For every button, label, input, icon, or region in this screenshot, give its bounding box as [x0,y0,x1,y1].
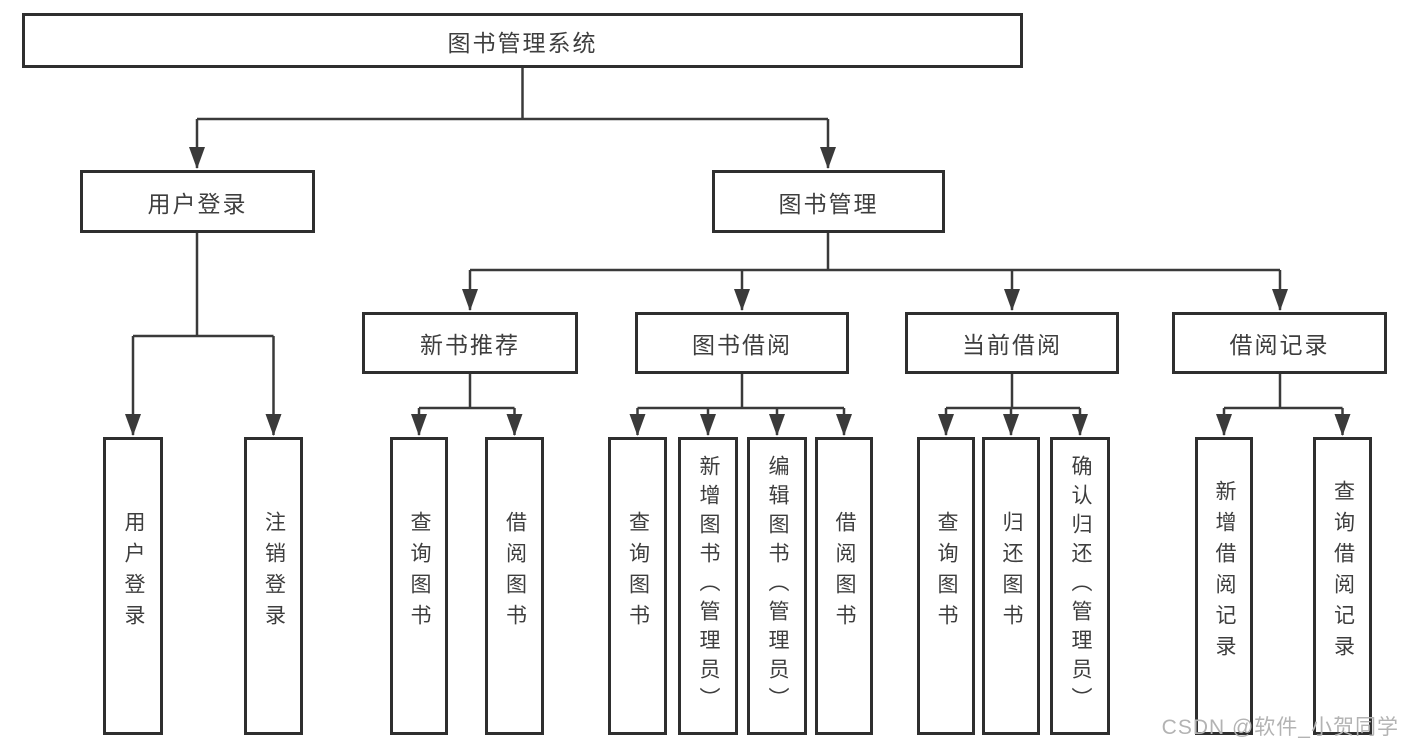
connector-user-login [125,233,282,436]
leaf-logout: 注销登录 [244,437,303,735]
leaf-query-books-borrow: 查询图书 [608,437,667,735]
node-borrow-records: 借阅记录 [1172,312,1387,374]
node-user-login: 用户登录 [80,170,315,233]
leaf-query-books-recommend: 查询图书 [390,437,448,735]
leaf-query-borrow-record: 查询借阅记录 [1313,437,1372,735]
connector-book-borrow [629,374,852,436]
node-book-borrow: 图书借阅 [635,312,849,374]
watermark: CSDN @软件_小贺同学 [1161,716,1399,739]
leaf-confirm-return-admin: 确认归还（管理员） [1050,437,1110,735]
connector-root [189,68,836,169]
leaf-edit-book-admin: 编辑图书（管理员） [747,437,807,735]
leaf-return-books: 归还图书 [982,437,1040,735]
connector-current-borrow [938,374,1088,436]
connector-borrow-records [1216,374,1351,436]
leaf-add-book-admin: 新增图书（管理员） [678,437,738,735]
leaf-query-books-current: 查询图书 [917,437,975,735]
leaf-user-login: 用户登录 [103,437,163,735]
leaf-borrow-books-recommend: 借阅图书 [485,437,544,735]
leaf-add-borrow-record: 新增借阅记录 [1195,437,1253,735]
node-book-mgmt: 图书管理 [712,170,945,233]
node-new-book-recommend: 新书推荐 [362,312,578,374]
connector-book-mgmt [462,233,1288,311]
connector-new-book [411,374,523,436]
node-root: 图书管理系统 [22,13,1023,68]
leaf-borrow-books: 借阅图书 [815,437,873,735]
node-current-borrow: 当前借阅 [905,312,1119,374]
